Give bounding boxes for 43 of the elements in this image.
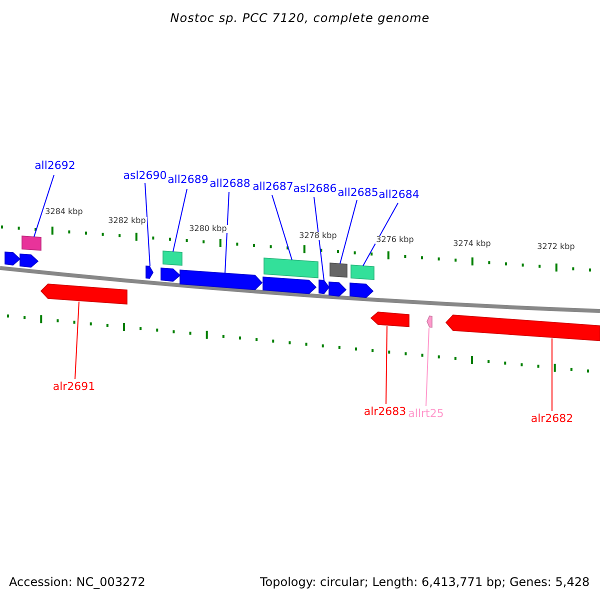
leader-line: [272, 194, 292, 260]
gene-label: all2687: [252, 181, 294, 192]
scale-label: 3272 kbp: [536, 243, 576, 251]
scale-label: 3280 kbp: [188, 225, 228, 233]
gene-label: asl2686: [293, 183, 337, 194]
leader-line: [340, 200, 358, 264]
gene-label: allrt25: [408, 408, 444, 419]
scale-label: 3274 kbp: [452, 240, 492, 248]
gene-box: [264, 258, 318, 278]
gene-feature: [370, 312, 410, 328]
leader-line: [144, 182, 150, 267]
gene-label: all2689: [168, 174, 208, 185]
leader-line: [224, 192, 230, 274]
scale-label: 3282 kbp: [107, 217, 147, 225]
leader-line: [386, 326, 388, 404]
gene-feature: [445, 314, 600, 342]
scale-label: 3276 kbp: [375, 236, 415, 244]
footer-text: Accession: NC_003272: [9, 576, 146, 588]
gene-label: asl2690: [123, 170, 167, 181]
gene-feature: [40, 284, 128, 304]
scale-label: 3284 kbp: [44, 208, 84, 216]
gene-label: all2688: [210, 178, 250, 189]
gene-feature: [426, 316, 432, 328]
gene-label: all2685: [338, 187, 378, 198]
gene-label: alr2683: [364, 406, 406, 417]
leader-line: [362, 202, 398, 266]
gene-box: [22, 236, 42, 251]
leader-line: [426, 328, 430, 406]
gene-box: [350, 264, 374, 280]
leader-line: [314, 196, 324, 281]
title: Nostoc sp. PCC 7120, complete genome: [170, 12, 430, 24]
gene-feature: [146, 266, 154, 279]
footer-text: Topology: circular; Length: 6,413,771 bp; Genes: 5,428: [260, 576, 590, 588]
gene-label: all2684: [378, 189, 420, 200]
leader-line: [34, 174, 54, 238]
gene-label: all2692: [34, 160, 76, 171]
leader-line: [172, 188, 188, 252]
gene-box: [162, 250, 182, 266]
scale-label: 3278 kbp: [298, 232, 338, 240]
gene-label: alr2691: [52, 381, 96, 392]
gene-box: [330, 262, 348, 278]
gene-label: alr2682: [530, 413, 574, 424]
leader-line: [74, 301, 80, 380]
